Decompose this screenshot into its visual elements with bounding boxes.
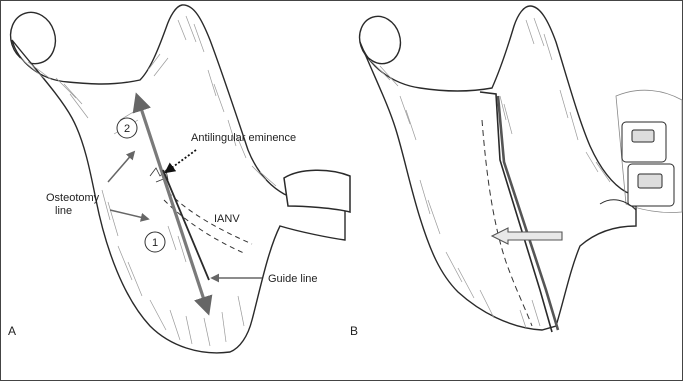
label-osteotomy: Osteotomy: [46, 192, 100, 204]
marker-1: 1: [152, 237, 158, 249]
label-ianv: IANV: [214, 213, 240, 225]
panel-letter-a: A: [8, 324, 16, 338]
cut-block-a: [284, 170, 350, 212]
panel-letter-b: B: [350, 324, 358, 338]
label-line: line: [55, 205, 72, 217]
ramus-outline-b: [360, 6, 636, 330]
marker-2: 2: [124, 123, 130, 135]
panel-a: 2 1 Antilingular eminence Osteotomy line…: [4, 5, 350, 353]
panel-b: B: [350, 6, 682, 338]
label-antilingular-eminence: Antilingular eminence: [191, 132, 296, 144]
label-guide-line: Guide line: [268, 273, 318, 285]
condyle-a: [4, 6, 62, 69]
condyle-b: [354, 11, 407, 69]
